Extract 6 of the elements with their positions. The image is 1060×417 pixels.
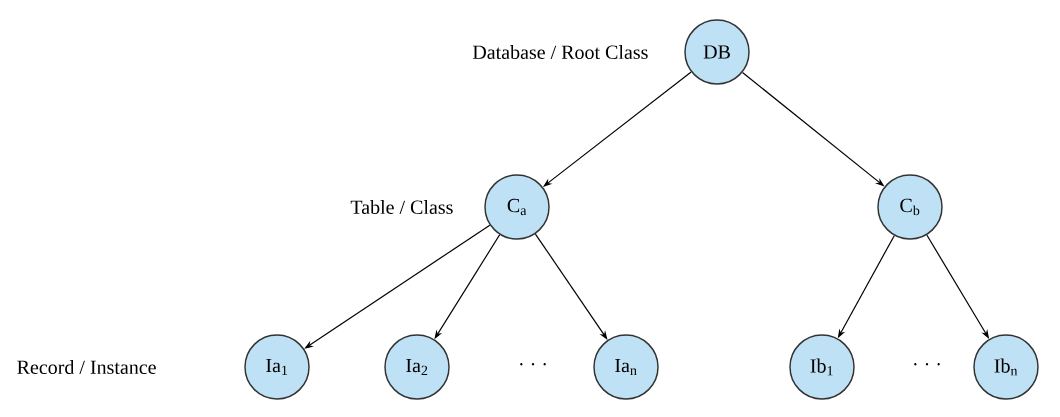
level-label: Record / Instance [17,359,156,374]
level-label: Table / Class [350,199,453,214]
ellipsis: · · · [520,363,546,366]
ellipsis: · · · [914,363,940,366]
arrow [534,233,608,340]
level-label: Database / Root Class [472,44,648,59]
